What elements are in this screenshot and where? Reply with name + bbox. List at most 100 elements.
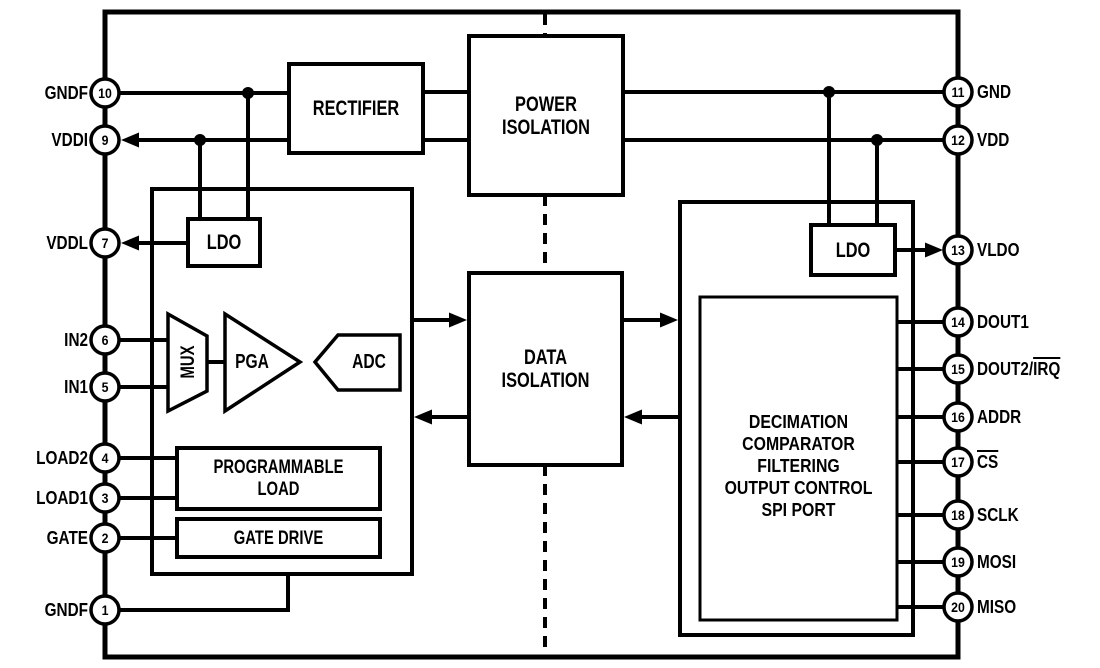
data-isolation-line1: DATA [523,346,568,369]
pin-label-vdd: VDD [977,129,1009,151]
junction-dot-gndf [242,87,254,99]
digital-core-line4: OUTPUT CONTROL [724,477,873,498]
pin-circle-18 [942,499,974,531]
ldo-right-block [809,223,897,277]
pin-circle-17 [942,446,974,478]
pin-label-vldo: VLDO [977,239,1020,261]
arrowhead-vddi9 [121,132,139,148]
programmable-load-block [175,446,382,511]
digital-core-line2: COMPARATOR [742,433,855,454]
pin-label-gnd: GND [977,81,1011,103]
pin-label-text: MOSI [977,552,1017,572]
rectifier-block [287,62,425,155]
pin-number-18: 18 [951,507,965,523]
pin-circle-11 [942,76,974,108]
pin-circle-1 [89,594,121,626]
pin-circle-5 [89,371,121,403]
pin-label-addr: ADDR [977,406,1021,428]
pin-label-text: MISO [977,597,1017,617]
pin-circle-10 [89,77,121,109]
pin-number-6: 6 [101,332,109,348]
digital-core-label: DECIMATION COMPARATOR FILTERING OUTPUT C… [712,304,885,627]
adc-label: ADC [352,351,386,373]
pin-label-mosi: MOSI [977,551,1016,573]
pin-label-text: VDD [977,130,1010,150]
pin-label-text: SCLK [977,505,1019,525]
pin-circle-14 [942,306,974,338]
pin-number-11: 11 [951,84,965,100]
pin-number-16: 16 [951,409,965,425]
rectifier-label: RECTIFIER [312,97,400,120]
pin-circle-16 [942,401,974,433]
pin-number-9: 9 [101,132,109,148]
wire-gndf1-afe [119,574,290,612]
pin-number-2: 2 [101,530,109,546]
arrowhead-vddl7 [121,235,139,251]
pin-circle-7 [89,227,121,259]
pin-label-overline-text: CS [977,452,999,472]
pin-label-text: VLDO [977,240,1020,260]
pin-number-3: 3 [101,490,109,506]
data-isolation-line2: ISOLATION [501,369,590,392]
pin-number-5: 5 [101,379,109,395]
pin-label-overline-text: IRQ [1033,359,1061,379]
pin-number-14: 14 [951,314,965,330]
pin-label-gndf-10: GNDF [44,83,88,103]
pin-circle-12 [942,124,974,156]
digital-core-block [698,295,899,622]
pin-label-dout2-irq: DOUT2/IRQ [977,358,1060,380]
power-isolation-line2: ISOLATION [502,115,590,139]
pin-number-1: 1 [101,602,109,618]
pin-number-20: 20 [951,599,965,615]
ldo-left-label: LDO [206,231,242,254]
digital-core-line1: DECIMATION [748,411,849,432]
pin-circle-15 [942,353,974,385]
pin-circle-4 [89,442,121,474]
pin-label-gate: GATE [46,528,88,548]
ldo-right-label: LDO [835,238,871,262]
pin-circle-2 [89,522,121,554]
arrowhead-into-data-isolation-right [624,409,642,425]
arrowhead-into-data-isolation-left [449,312,467,328]
arrowhead-into-digital-block [660,312,678,328]
pga-shape [223,310,304,415]
power-isolation-block [467,34,625,197]
digital-core-line3: FILTERING [757,455,840,476]
data-isolation-label: DATA ISOLATION [486,273,605,465]
junction-dot-vddi [194,134,206,146]
pin-label-text: DOUT2/ [977,359,1034,379]
pin-label-vddi: VDDI [51,130,88,150]
arrowhead-into-afe [414,409,432,425]
pin-label-text: GND [977,82,1011,102]
junction-dot-vdd [871,134,883,146]
power-isolation-line1: POWER [515,92,577,116]
pin-label-text: DOUT1 [977,312,1029,332]
arrowhead-vldo13 [925,242,943,258]
pin-number-12: 12 [951,132,965,148]
pin-label-text: ADDR [977,407,1022,427]
mux-label: MUX [177,345,199,379]
pin-label-miso: MISO [977,596,1016,618]
pin-label-in1: IN1 [64,377,88,397]
gate-drive-label: GATE DRIVE [233,527,324,549]
pin-circle-9 [89,124,121,156]
pin-number-4: 4 [101,450,109,466]
pin-label-sclk: SCLK [977,504,1019,526]
pin-label-gndf-1: GNDF [44,600,88,620]
junction-dot-gnd [823,86,835,98]
pin-number-13: 13 [951,242,965,258]
pin-circle-3 [89,482,121,514]
pin-number-10: 10 [98,85,112,101]
programmable-load-line1: PROGRAMMABLE [213,456,344,478]
digital-core-line5: SPI PORT [761,499,836,520]
programmable-load-line2: LOAD [257,478,300,500]
power-isolation-label: POWER ISOLATION [486,36,606,195]
pin-number-17: 17 [951,454,965,470]
pin-number-7: 7 [101,235,109,251]
pin-label-cs: CS [977,451,998,473]
programmable-load-label: PROGRAMMABLE LOAD [199,448,357,509]
mux-shape [166,311,209,414]
data-isolation-block [467,271,624,467]
